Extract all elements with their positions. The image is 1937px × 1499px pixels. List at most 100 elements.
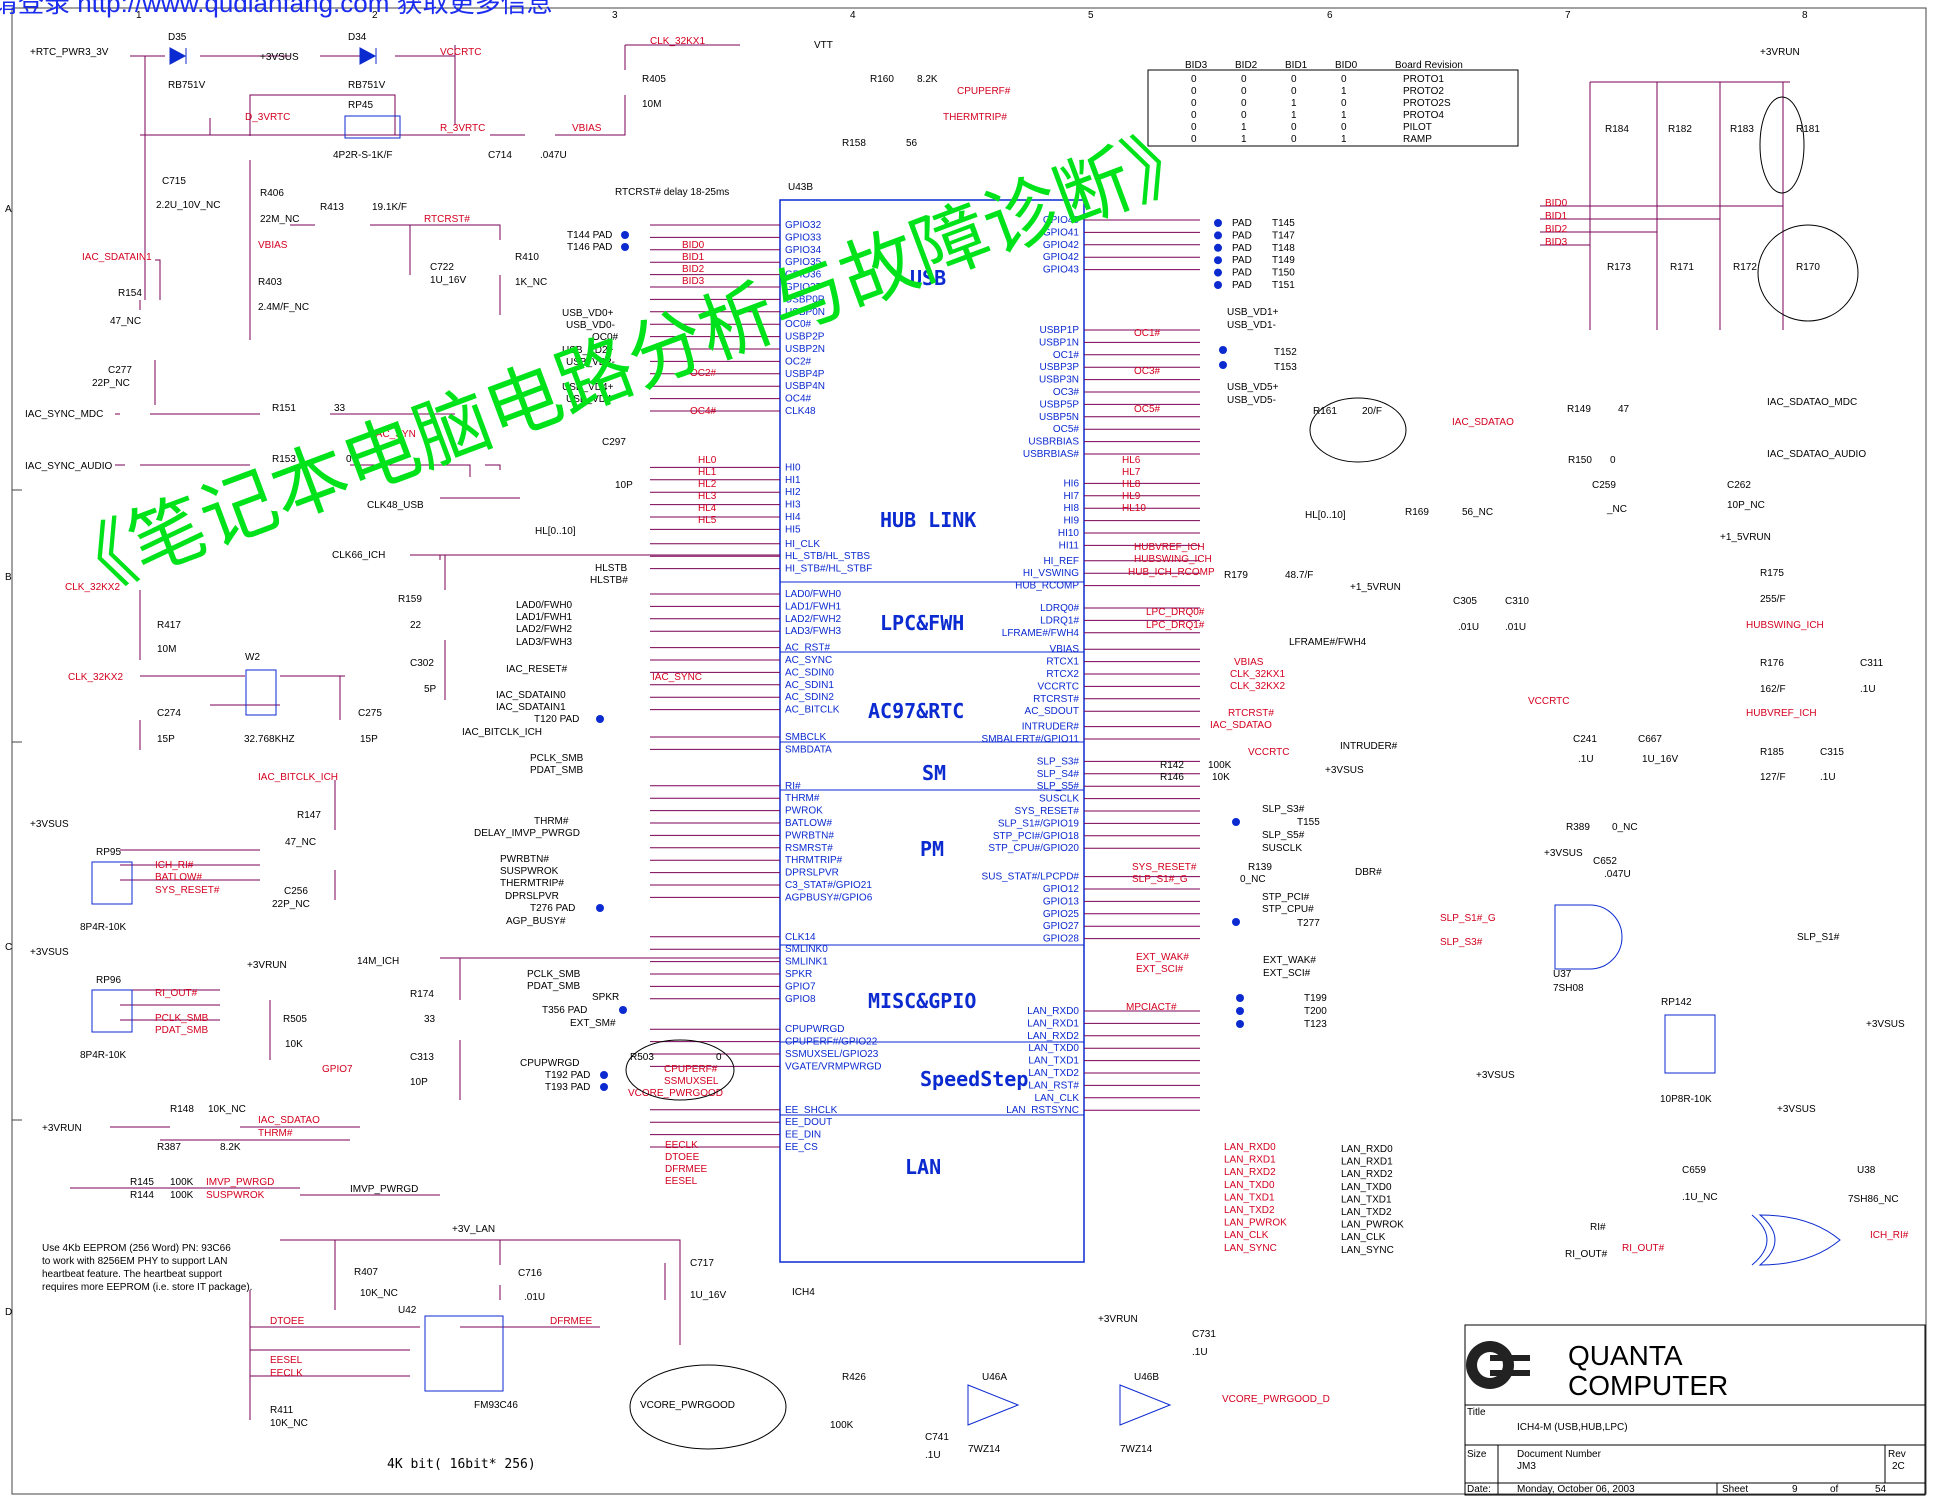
chip-right-pin: OC1#	[1053, 350, 1080, 361]
highlight-ellipses	[625, 1039, 787, 1450]
vcore-pwrgood-in: VCORE_PWRGOOD	[640, 1400, 735, 1411]
chip-right-pin: HI_VSWING	[1023, 568, 1079, 579]
chip-right-pin: STP_PCI#/GPIO18	[993, 831, 1080, 842]
c305-value: .01U	[1458, 622, 1479, 633]
pclk-smb-left: PCLK_SMB	[530, 753, 584, 764]
lan-net-out: LAN_TXD2	[1341, 1207, 1392, 1218]
r147-label: R147	[297, 810, 321, 821]
eeprom-note-2: to work with 8256EM PHY to support LAN	[42, 1256, 227, 1267]
iac-sdatao-audio: IAC_SDATAO_AUDIO	[1767, 449, 1866, 460]
chip-left-pin: HI_STB#/HL_STBF	[785, 564, 872, 575]
chip-left-pin: AC_BITCLK	[785, 705, 840, 716]
chip-right-pin: USBP3P	[1040, 362, 1080, 373]
spkr: SPKR	[592, 992, 619, 1003]
r148-label: R148	[170, 1104, 194, 1115]
bid-table-header: BID3	[1185, 60, 1208, 71]
c256-label: C256	[284, 886, 308, 897]
bid-table-cell: 0	[1191, 110, 1197, 121]
company-line1: QUANTA	[1568, 1340, 1683, 1371]
ri-out-net: RI_OUT#	[1622, 1243, 1665, 1254]
chip-right-pin: LAN_RXD1	[1027, 1018, 1079, 1029]
dbr: DBR#	[1355, 867, 1382, 878]
slp-s1-g-right: SLP_S1#_G	[1132, 874, 1188, 885]
chip-section-dividers	[780, 581, 1084, 1116]
row-a: A	[5, 204, 12, 215]
bid-table-cell: 0	[1341, 74, 1347, 85]
chip-left-pin: DPRSLPVR	[785, 868, 839, 879]
slp-s3-u37: SLP_S3#	[1440, 937, 1483, 948]
r158-label: R158	[842, 138, 866, 149]
ri-out-in: RI_OUT#	[1565, 1249, 1608, 1260]
r505-value: 10K	[285, 1039, 303, 1050]
rp95-sys-reset: SYS_RESET#	[155, 885, 220, 896]
r139-value: 0_NC	[1240, 874, 1266, 885]
col-3: 3	[612, 10, 618, 21]
chip-left-pin: CPUPWRGD	[785, 1024, 844, 1035]
chip-left-pin: USBP4P	[785, 369, 825, 380]
rp45-label: RP45	[348, 100, 373, 111]
doc-label: Document Number	[1517, 1449, 1602, 1460]
rp96-part: 8P4R-10K	[80, 1050, 126, 1061]
chip-left-pin: HI1	[785, 475, 801, 486]
ext-sm: EXT_SM#	[570, 1018, 616, 1029]
lpc-drq1-right: LPC_DRQ1#	[1146, 620, 1205, 631]
chip-left-pin: LAD0/FWH0	[785, 589, 842, 600]
bid-table-cell: 1	[1241, 134, 1247, 145]
chip-right-pin: USBP5N	[1039, 412, 1079, 423]
oc2: OC2#	[690, 368, 717, 379]
chip-right-pin: LAN_CLK	[1035, 1093, 1080, 1104]
top-link[interactable]: 请登录 http://www.qudianfang.com 获取更多信息	[0, 0, 553, 18]
chip-right-pin: VCCRTC	[1038, 681, 1079, 692]
ich4-chip-body	[779, 199, 1085, 1263]
hl7: HL7	[1122, 467, 1141, 478]
eeprom-note-4: requires more EEPROM (i.e. store IT pack…	[42, 1282, 252, 1293]
lan-net: LAN_SYNC	[1224, 1243, 1277, 1254]
r153-label: R153	[272, 454, 296, 465]
bid-table-cell: 0	[1241, 86, 1247, 97]
c262-value: 10P_NC	[1727, 500, 1765, 511]
c275-label: C275	[358, 708, 382, 719]
pad-label: PAD	[1232, 243, 1252, 254]
c302-label: C302	[410, 658, 434, 669]
chip-left-pin: RSMRST#	[785, 843, 833, 854]
r411-label: R411	[270, 1405, 294, 1416]
chip-left-pin: SPKR	[785, 969, 812, 980]
chip-name: ICH4	[792, 1287, 815, 1298]
slp-s1-out: SLP_S1#	[1797, 932, 1840, 943]
r144-label: R144	[130, 1190, 154, 1201]
chip-left-pin-labels: GPIO32GPIO33GPIO34GPIO35GPIO36GPIO37USBP…	[785, 220, 881, 1153]
hubvref-ich-r: HUBVREF_ICH	[1746, 708, 1817, 719]
r-3vrtc: R_3VRTC	[440, 123, 485, 134]
block-usb: USB	[910, 266, 946, 290]
v3vrun-bid: +3VRUN	[1760, 47, 1800, 58]
iac-sync-audio: IAC_SYNC_AUDIO	[25, 461, 112, 472]
r172: R172	[1733, 262, 1757, 273]
rp45-body	[344, 115, 401, 139]
u37-part: 7SH08	[1553, 983, 1584, 994]
date-value: Monday, October 06, 2003	[1517, 1484, 1635, 1495]
chip-left-pin: GPIO8	[785, 994, 816, 1005]
chip-left-wires	[650, 224, 780, 1148]
r139-label: R139	[1248, 862, 1272, 873]
mpciact: MPCIACT#	[1126, 1002, 1177, 1013]
r413-value: 19.1K/F	[372, 202, 407, 213]
pad-dot-icon	[1214, 219, 1222, 227]
r159-value: 22	[410, 620, 422, 631]
left-net-labels: T144 PAD T146 PAD BID0 BID1 BID2 BID3 US…	[332, 230, 717, 1187]
c652-label: C652	[1593, 856, 1617, 867]
c731-label: C731	[1192, 1329, 1216, 1340]
r389-value: 0_NC	[1612, 822, 1638, 833]
rp95-batlow: BATLOW#	[155, 872, 202, 883]
r183: R183	[1730, 124, 1754, 135]
lad3: LAD3/FWH3	[516, 637, 573, 648]
chip-left-pin: EE_DOUT	[785, 1117, 832, 1128]
iac-sdatao-mdc: IAC_SDATAO_MDC	[1767, 397, 1857, 408]
chip-left-pin: HI4	[785, 512, 801, 523]
r387-value: 8.2K	[220, 1142, 241, 1153]
v3vsus-rp95: +3VSUS	[30, 819, 69, 830]
of-label: of	[1830, 1484, 1839, 1495]
pad-ref: T147	[1272, 230, 1295, 241]
lpc-drq0-right: LPC_DRQ0#	[1146, 607, 1205, 618]
clk48-usb: CLK48_USB	[367, 500, 424, 511]
